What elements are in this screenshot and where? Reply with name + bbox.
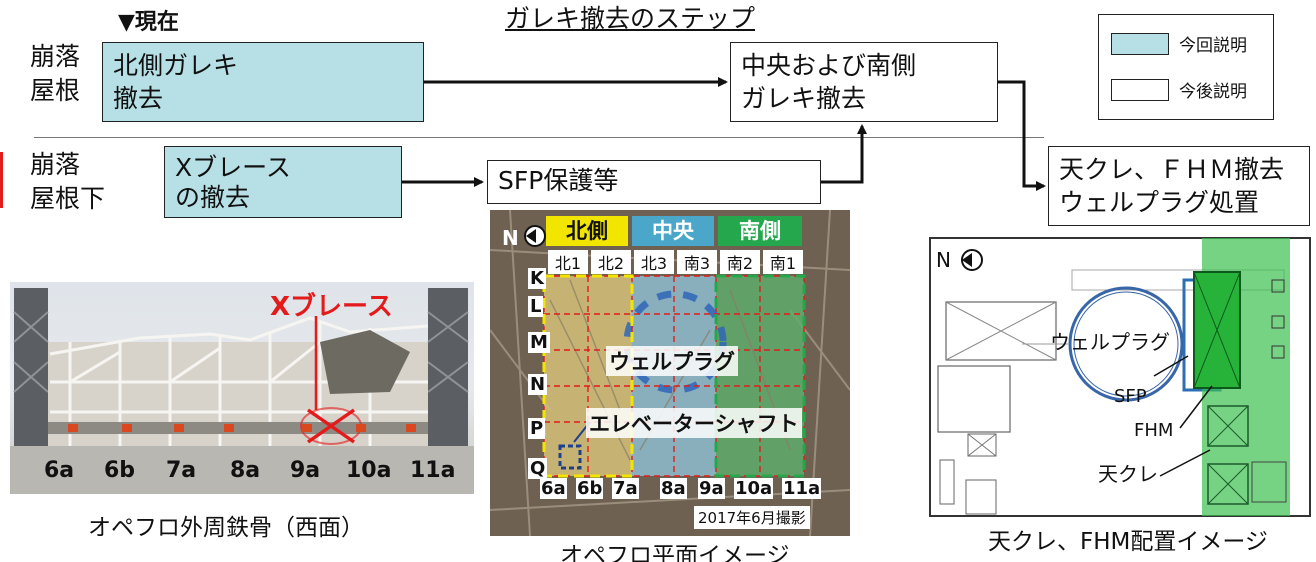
sub-zone: 北2 xyxy=(591,250,631,274)
crane-fhm-drawing xyxy=(929,237,1311,517)
row-label-below: 崩落 屋根下 xyxy=(30,150,106,213)
legend-label-future: 今後説明 xyxy=(1179,82,1247,102)
plan-axis-label: 11a xyxy=(782,478,822,499)
diagram-sfp: SFP xyxy=(1114,386,1147,407)
zone-north: 北側 xyxy=(546,216,628,246)
row-divider xyxy=(34,137,1044,138)
grid-row-label: M xyxy=(528,332,550,353)
step-central-south: 中央および南側 ガレキ撤去 xyxy=(730,42,998,122)
diagram-crane: 天クレ xyxy=(1098,462,1158,486)
sub-zone: 北3 xyxy=(634,250,674,274)
red-marker xyxy=(0,152,3,208)
caption-crane-fhm: 天クレ、FHM配置イメージ xyxy=(988,529,1268,555)
row-label-roof: 崩落 屋根 xyxy=(30,42,81,105)
axis-label: 10a xyxy=(346,458,392,483)
step-crane: 天クレ、ＦＨＭ撤去 ウェルプラグ処置 xyxy=(1048,146,1310,226)
current-marker: ▼現在 xyxy=(118,10,179,35)
compass-icon xyxy=(524,225,546,247)
legend: 今回説明 今後説明 xyxy=(1098,14,1274,120)
compass-label: N xyxy=(502,226,519,250)
photo-west-face: Xブレース 6a 6b 7a 8a 9a 10a 11a xyxy=(10,282,474,494)
zone-central: 中央 xyxy=(632,216,714,246)
sub-zone: 北1 xyxy=(548,250,588,274)
grid-row-label: Q xyxy=(528,458,548,479)
axis-label: 9a xyxy=(290,458,321,483)
compass-icon xyxy=(961,249,983,271)
legend-swatch-current xyxy=(1111,33,1169,55)
grid-row-label: N xyxy=(528,374,548,395)
plan-axis-label: 7a xyxy=(612,478,639,499)
plan-axis-label: 6b xyxy=(576,478,604,499)
caption-opefloor-plan: オペフロ平面イメージ xyxy=(560,543,790,562)
axis-label: 6b xyxy=(104,458,136,483)
plan-axis-label: 9a xyxy=(698,478,725,499)
diagram-well-plug: ウェルプラグ xyxy=(1050,330,1170,354)
step-sfp: SFP保護等 xyxy=(487,160,821,204)
well-plug-label: ウェルプラグ xyxy=(606,346,738,376)
axis-label: 6a xyxy=(44,458,75,483)
flow-arrows xyxy=(402,77,1046,191)
step-north-debris: 北側ガレキ 撤去 xyxy=(102,42,424,122)
diagram-compass-label: N xyxy=(936,248,951,272)
sub-zone: 南3 xyxy=(677,250,717,274)
plan-axis-label: 8a xyxy=(660,478,687,499)
caption-west-face: オペフロ外周鉄骨（西面） xyxy=(88,515,364,541)
elevator-label: エレベーターシャフト xyxy=(586,408,802,438)
zone-south: 南側 xyxy=(718,216,802,246)
xbrace-label: Xブレース xyxy=(270,292,393,322)
page-title: ガレキ撤去のステップ xyxy=(505,4,756,33)
axis-label: 7a xyxy=(166,458,197,483)
crane-fhm-diagram: N ウェルプラグ SFP FHM 天クレ xyxy=(926,236,1316,520)
legend-swatch-future xyxy=(1111,79,1169,101)
grid-row-label: L xyxy=(528,296,544,317)
axis-label: 8a xyxy=(230,458,261,483)
plan-axis-label: 10a xyxy=(734,478,774,499)
grid-row-label: K xyxy=(528,268,546,289)
step-xbrace: Xブレース の撤去 xyxy=(164,146,402,218)
photo-opefloor-plan: N 北側 中央 南側 北1 北2 北3 南3 南2 南1 K L M N P Q… xyxy=(490,210,850,536)
axis-label: 11a xyxy=(410,458,456,483)
sub-zone: 南2 xyxy=(720,250,760,274)
photo-date: 2017年6月撮影 xyxy=(694,506,810,529)
plan-axis-label: 6a xyxy=(540,478,567,499)
grid-row-label: P xyxy=(528,418,546,439)
west-face-steel-drawing xyxy=(10,288,474,494)
legend-label-current: 今回説明 xyxy=(1179,36,1247,56)
diagram-fhm: FHM xyxy=(1134,420,1174,441)
sub-zone: 南1 xyxy=(763,250,803,274)
